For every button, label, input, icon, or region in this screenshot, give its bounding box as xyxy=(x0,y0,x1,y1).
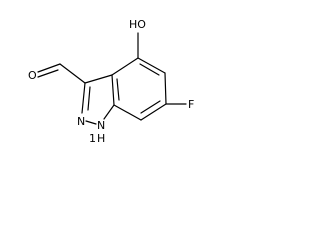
bond-cho-o-double xyxy=(37,69,59,78)
bond-c3-n2 xyxy=(81,82,86,114)
bond-c3a-c3 xyxy=(84,74,113,84)
bond-n1-c7a xyxy=(103,104,115,120)
bond-c6-c7-inner xyxy=(140,100,161,114)
bond-c7-c7a xyxy=(113,104,142,121)
nh-hydrogen-label: H xyxy=(97,132,105,145)
ring-nh-label: N xyxy=(97,119,105,132)
bond-c7a-c3a-inner xyxy=(116,78,120,101)
bond-cho-o xyxy=(37,63,61,73)
bond-c4-c5-inner xyxy=(139,63,160,76)
fluorine-label: F xyxy=(188,98,194,111)
bond-c3-cho xyxy=(59,63,86,84)
hydroxyl-label: HO xyxy=(129,18,146,31)
ring-nitrogen-label: N xyxy=(77,115,85,128)
aldehyde-oxygen-label: O xyxy=(28,69,37,82)
bond-c3a-c4 xyxy=(111,57,139,76)
bond-n2-n1 xyxy=(85,120,97,125)
nh-locant-label: 1 xyxy=(89,132,96,145)
bond-c6-c7 xyxy=(140,103,167,121)
bond-c4-c5 xyxy=(137,57,166,74)
bond-c7a-c3a xyxy=(111,74,115,106)
bond-c5-c6 xyxy=(164,72,167,105)
indazole-structure-diagram: HO F O N N H 1 xyxy=(28,18,194,145)
bond-c3-n2-double xyxy=(87,86,91,111)
